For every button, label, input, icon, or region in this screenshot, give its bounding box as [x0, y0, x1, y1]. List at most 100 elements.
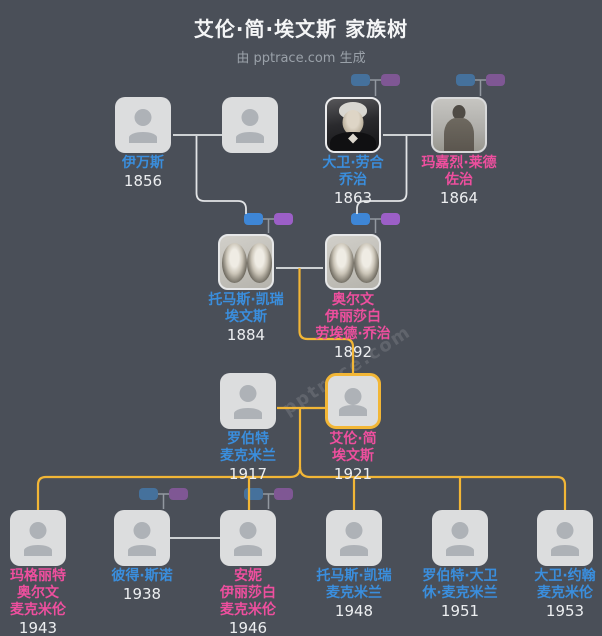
person-node-robert-david-hugh[interactable]: 罗伯特·大卫 休·麦克米兰 1951 — [422, 510, 498, 620]
person-name: 安妮 — [234, 568, 262, 584]
mother-icon[interactable] — [486, 74, 505, 86]
person-name: 托马斯·凯瑞 — [208, 292, 284, 308]
person-avatar[interactable] — [220, 510, 276, 566]
person-avatar-highlighted[interactable] — [325, 373, 381, 429]
person-name: 麦克米伦 — [10, 602, 66, 618]
person-avatar[interactable] — [326, 510, 382, 566]
father-icon[interactable] — [244, 213, 263, 225]
parents-badge-thomas-carey[interactable] — [244, 213, 293, 225]
person-year: 1938 — [122, 585, 162, 603]
person-year: 1884 — [226, 326, 266, 344]
parents-badge-peter[interactable] — [139, 488, 188, 500]
person-name: 麦克米伦 — [220, 602, 276, 618]
person-node-evans-spouse[interactable] — [222, 97, 278, 153]
person-name: 大卫·约翰 — [534, 568, 596, 584]
person-label: 托马斯·凯瑞 埃文斯 1884 — [180, 292, 312, 344]
person-name: 麦克米伦 — [537, 585, 593, 601]
person-name: 麦克米兰 — [326, 585, 382, 601]
avatar-head-icon — [239, 522, 257, 539]
person-year: 1921 — [333, 465, 373, 483]
person-photo[interactable] — [431, 97, 487, 153]
father-icon[interactable] — [456, 74, 475, 86]
person-node-margaret-lloyd-george[interactable]: 玛嘉烈·莱德 佐治 1864 — [421, 97, 497, 207]
father-icon[interactable] — [351, 74, 370, 86]
page-subtitle: 由 pptrace.com 生成 — [236, 51, 366, 66]
person-name: 埃文斯 — [332, 448, 374, 464]
person-name: 伊丽莎白 — [220, 585, 276, 601]
person-photo[interactable] — [325, 97, 381, 153]
mother-icon[interactable] — [381, 213, 400, 225]
person-node-peter-snow[interactable]: 彼得·斯诺 1938 — [111, 510, 173, 603]
person-name: 劳埃德·乔治 — [315, 326, 391, 342]
avatar-body-icon — [128, 545, 156, 556]
avatar-head-icon — [556, 522, 574, 539]
avatar-body-icon — [339, 405, 367, 416]
person-label: 玛嘉烈·莱德 佐治 1864 — [393, 155, 525, 207]
parents-badge-david[interactable] — [351, 74, 400, 86]
person-year: 1892 — [333, 343, 373, 361]
parents-badge-margaret-lloyd[interactable] — [456, 74, 505, 86]
person-node-thomas-carey-evans[interactable]: 托马斯·凯瑞 埃文斯 1884 — [208, 234, 284, 344]
person-name: 埃文斯 — [225, 309, 267, 325]
father-icon[interactable] — [139, 488, 158, 500]
person-avatar[interactable] — [432, 510, 488, 566]
person-avatar[interactable] — [222, 97, 278, 153]
person-photo[interactable] — [325, 234, 381, 290]
parents-badge-olwen[interactable] — [351, 213, 400, 225]
person-avatar[interactable] — [115, 97, 171, 153]
mother-icon[interactable] — [274, 213, 293, 225]
person-node-margaret-olwen[interactable]: 玛格丽特 奥尔文 麦克米伦 1943 — [10, 510, 66, 636]
person-name: 罗伯特·大卫 — [422, 568, 498, 584]
person-avatar[interactable] — [114, 510, 170, 566]
mother-icon[interactable] — [381, 74, 400, 86]
person-node-evans[interactable]: 伊万斯 1856 — [115, 97, 171, 190]
person-label: 伊万斯 1856 — [77, 155, 209, 190]
avatar-head-icon — [134, 109, 152, 126]
person-name: 伊丽莎白 — [325, 309, 381, 325]
person-year: 1946 — [228, 619, 268, 636]
person-name: 佐治 — [445, 172, 473, 188]
photo-oval-left — [222, 243, 247, 283]
avatar-body-icon — [551, 545, 579, 556]
person-label: 托马斯·凯瑞 麦克米兰 1948 — [288, 568, 420, 620]
person-label: 艾伦·简 埃文斯 1921 — [287, 431, 419, 483]
avatar-head-icon — [29, 522, 47, 539]
person-name: 奥尔文 — [332, 292, 374, 308]
person-year: 1856 — [123, 172, 163, 190]
avatar-head-icon — [451, 522, 469, 539]
person-name: 玛格丽特 — [10, 568, 66, 584]
person-avatar[interactable] — [220, 373, 276, 429]
person-avatar[interactable] — [537, 510, 593, 566]
person-year: 1948 — [334, 602, 374, 620]
person-node-thomas-carey-macmillan[interactable]: 托马斯·凯瑞 麦克米兰 1948 — [316, 510, 392, 620]
person-node-david-john[interactable]: 大卫·约翰 麦克米伦 1953 — [534, 510, 596, 620]
person-name: 伊万斯 — [122, 155, 164, 171]
person-name: 彼得·斯诺 — [111, 568, 173, 584]
page-title: 艾伦·简·埃文斯 家族树 — [193, 17, 409, 41]
avatar-head-icon — [241, 109, 259, 126]
avatar-body-icon — [129, 132, 157, 143]
parents-badge-anne[interactable] — [244, 488, 293, 500]
father-icon[interactable] — [351, 213, 370, 225]
avatar-body-icon — [446, 545, 474, 556]
person-label: 彼得·斯诺 1938 — [76, 568, 208, 603]
person-year: 1953 — [545, 602, 585, 620]
person-year: 1864 — [439, 189, 479, 207]
mother-icon[interactable] — [169, 488, 188, 500]
avatar-head-icon — [344, 388, 362, 405]
avatar-body-icon — [234, 545, 262, 556]
avatar-body-icon — [24, 545, 52, 556]
person-node-anne-elizabeth[interactable]: 安妮 伊丽莎白 麦克米伦 1946 — [220, 510, 276, 636]
person-node-robert-macmillan[interactable]: 罗伯特 麦克米兰 1917 — [220, 373, 276, 483]
father-icon[interactable] — [244, 488, 263, 500]
photo-face — [342, 110, 364, 135]
person-label: 大卫·约翰 麦克米伦 1953 — [499, 568, 602, 620]
avatar-head-icon — [239, 385, 257, 402]
mother-icon[interactable] — [274, 488, 293, 500]
person-node-eiluned-jane-evans-focal[interactable]: 艾伦·简 埃文斯 1921 — [325, 373, 381, 483]
person-photo[interactable] — [218, 234, 274, 290]
person-avatar[interactable] — [10, 510, 66, 566]
person-node-david-lloyd-george[interactable]: 大卫·劳合 乔治 1863 — [322, 97, 384, 207]
person-node-olwen-elizabeth[interactable]: 奥尔文 伊丽莎白 劳埃德·乔治 1892 — [315, 234, 391, 361]
